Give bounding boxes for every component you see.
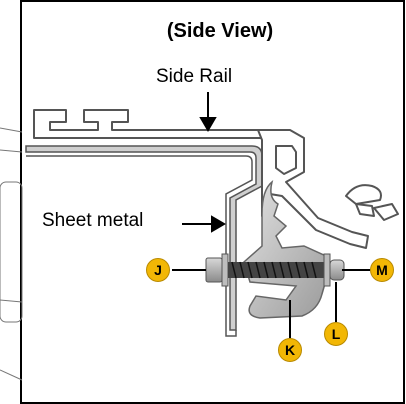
frame-border (20, 0, 405, 404)
sheet-metal-wall (25, 145, 263, 331)
callout-j-badge: J (146, 258, 170, 282)
sheet-metal-label: Sheet metal (42, 210, 144, 231)
sheet-metal-inner (26, 155, 253, 337)
clamp-k-body (243, 180, 331, 319)
diagram-title: (Side View) (166, 20, 274, 42)
side-rail-profile (33, 109, 269, 139)
leader-lines (172, 92, 370, 338)
background-equipment (0, 127, 23, 381)
side-rail-label: Side Rail (156, 66, 233, 87)
washer-l (323, 253, 331, 287)
callout-l-badge: L (324, 322, 348, 346)
nut-m (329, 259, 345, 281)
callout-m-badge: M (370, 258, 394, 282)
callout-k-badge: K (278, 338, 302, 362)
